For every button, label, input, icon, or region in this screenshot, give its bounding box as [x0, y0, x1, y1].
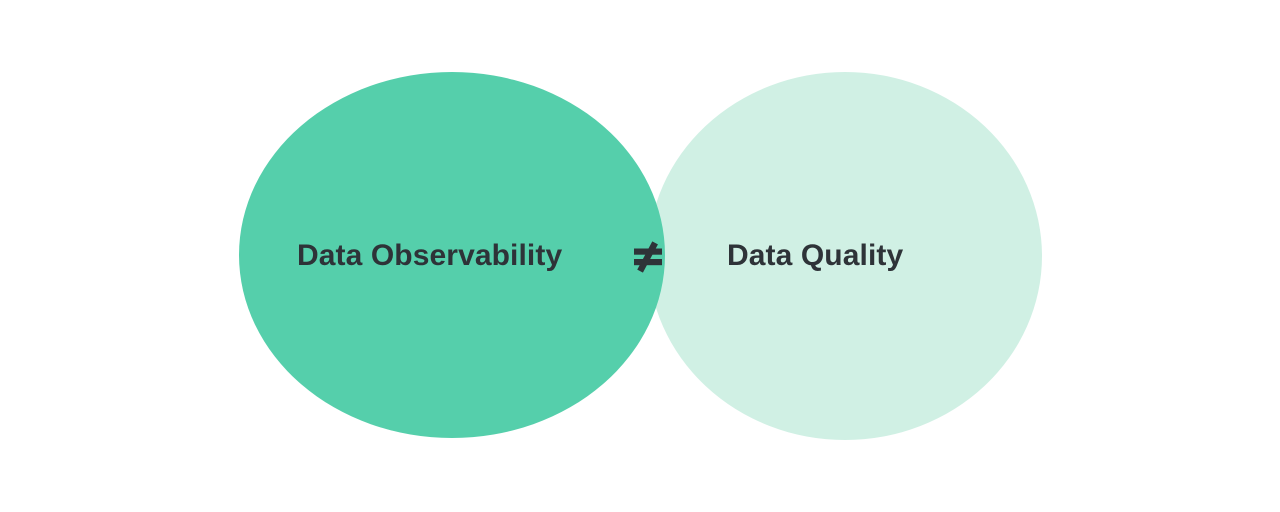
data-observability-circle: [239, 72, 665, 438]
data-quality-circle: [648, 72, 1042, 440]
